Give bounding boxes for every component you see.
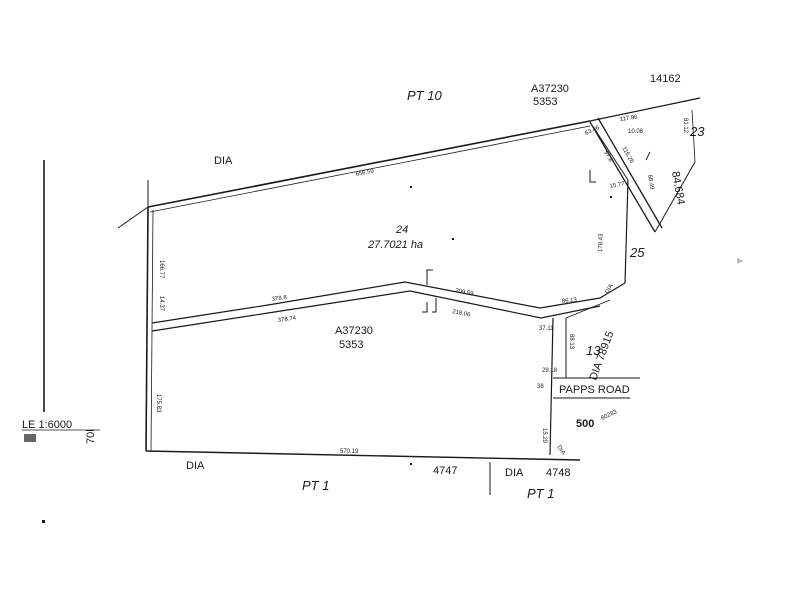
dim-road-e5: 38 — [537, 384, 544, 390]
dia-label-bottom-right: DIA — [505, 467, 524, 479]
nw-extension-line — [117, 206, 149, 229]
papps-road-label: PAPPS ROAD — [559, 384, 630, 396]
pt1-left-label: PT 1 — [302, 478, 329, 493]
scale-label: LE 1:6000 — [22, 419, 72, 431]
pt1-right-label: PT 1 — [527, 486, 554, 501]
boundary-lines — [43, 97, 701, 495]
road-north-line — [151, 281, 626, 324]
dim-road-n3: 86.13 — [562, 297, 578, 305]
lot-23-label: 23 — [689, 124, 705, 139]
parcel-4748-label: 4748 — [546, 467, 570, 479]
north-extension-line — [589, 97, 701, 122]
ne-strip-line-a — [589, 121, 656, 233]
survey-marks — [24, 186, 744, 523]
lot-13-label: 13 — [586, 343, 601, 358]
dim-road-s1: 378.74 — [277, 315, 297, 324]
dim-ne-4: 97.8 — [602, 150, 613, 164]
pt10-label: PT 10 — [407, 88, 442, 103]
bracket-mark — [422, 302, 428, 313]
survey-dot — [610, 196, 612, 198]
lot-labels: PT 10 14162 23 24 27.7021 ha 25 13 500 P… — [302, 73, 705, 501]
parcel-4747-label: 4747 — [433, 465, 457, 477]
arrow-mark — [737, 258, 744, 264]
dim-east-upper: 178.43 — [598, 233, 605, 252]
dim-top-edge: 656.59 — [355, 168, 375, 178]
dim-ne-6: 68.49 — [646, 174, 655, 190]
parcel-14162-label: 14162 — [650, 73, 681, 85]
road-bracket-marks — [422, 151, 651, 313]
east-boundary-line — [624, 179, 629, 284]
lot-500-label: 500 — [576, 418, 594, 430]
north-boundary-line — [147, 120, 591, 208]
north-boundary-line-inner — [149, 125, 591, 213]
plan-ref-middle: A37230 — [335, 325, 373, 337]
road-corridor-west-line — [549, 317, 554, 456]
dim-road-e2: 88.13 — [568, 334, 574, 350]
dia-78915-edge-line — [565, 299, 611, 319]
east-boundary-upper-line — [593, 127, 629, 181]
south-boundary-line — [145, 450, 581, 461]
dim-west-mid: 14.37 — [158, 296, 164, 312]
dim-road-e4: 15.29 — [541, 428, 547, 444]
dim-south-edge: 570.19 — [340, 449, 359, 455]
west-boundary-line — [145, 206, 149, 452]
survey-dot — [410, 186, 412, 188]
bracket-mark — [645, 151, 651, 161]
plan-ref-middle-sub: 5353 — [339, 339, 363, 351]
ne-right-line — [691, 109, 696, 163]
ne-strip-line-b — [597, 117, 663, 229]
survey-dot — [410, 463, 412, 465]
dim-road-n1: 378.8 — [271, 295, 287, 303]
dim-ne-8: 84.684 — [669, 170, 687, 205]
lot-24-label: 24 — [395, 224, 408, 236]
plan-ref-top: A37230 — [531, 83, 569, 95]
scale-edge-text: 70l — [85, 429, 97, 444]
bracket-mark — [426, 269, 433, 285]
dia-label-top-left: DIA — [214, 155, 233, 167]
bracket-mark — [432, 298, 437, 313]
survey-dot — [452, 238, 454, 240]
dim-road-e1: 37.11 — [539, 326, 554, 332]
bracket-mark — [589, 170, 596, 183]
plan-ref-top-sub: 5353 — [533, 96, 557, 108]
plan-references: A37230 5353 A37230 5353 DIA 78915 60283 — [335, 83, 619, 422]
dim-west-lower: 175.83 — [155, 394, 161, 413]
scale-marker-block — [24, 434, 36, 442]
dia-label-bottom-left: DIA — [186, 460, 205, 472]
dim-ne-2: 10.08 — [628, 129, 644, 135]
survey-dot — [42, 520, 45, 523]
ref-60283-label: 60283 — [600, 409, 618, 422]
dim-road-n2: 209.59 — [455, 288, 475, 298]
scale-area: LE 1:6000 70l — [22, 419, 100, 444]
dim-road-e3: 29.18 — [542, 368, 558, 374]
dim-west-upper: 166.77 — [158, 260, 164, 279]
dim-ne-1: 117.96 — [619, 114, 638, 123]
dim-east-mid: 15.77 — [609, 181, 625, 190]
dia-label-right-small: DIA — [605, 283, 615, 295]
road-south-line — [151, 290, 601, 332]
dim-ne-7: 81.12 — [682, 118, 688, 134]
dia-label-road-small: DIA — [555, 445, 566, 457]
lot-25-label: 25 — [629, 245, 645, 260]
dim-ne-5: 116.26 — [620, 146, 634, 165]
lot-24-area-label: 27.7021 ha — [367, 239, 423, 251]
dia-labels: DIA DIA DIA DIA DIA — [186, 155, 615, 479]
ne-cross-line — [654, 161, 696, 233]
dim-road-s2: 218.06 — [452, 309, 472, 319]
